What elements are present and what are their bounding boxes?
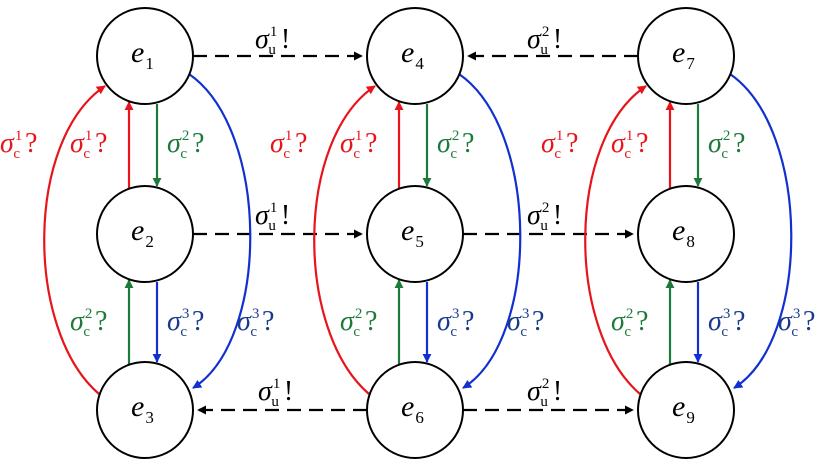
node-e8: e8 bbox=[637, 185, 735, 283]
node-e4: e4 bbox=[366, 7, 464, 105]
svg-text:σ1c?: σ1c? bbox=[340, 128, 377, 162]
svg-text:σ1u!: σ1u! bbox=[255, 24, 290, 58]
svg-text:e4: e4 bbox=[401, 36, 424, 73]
svg-text:σ3c?: σ3c? bbox=[708, 306, 745, 340]
svg-text:σ1c?: σ1c? bbox=[541, 128, 578, 162]
svg-text:σ3c?: σ3c? bbox=[778, 306, 815, 340]
node-e9: e9 bbox=[637, 361, 735, 459]
svg-text:σ1c?: σ1c? bbox=[70, 128, 107, 162]
svg-text:σ2c?: σ2c? bbox=[437, 128, 474, 162]
edge-e6-e4-red-curve bbox=[313, 85, 376, 395]
node-e7: e7 bbox=[637, 7, 735, 105]
svg-text:σ2u!: σ2u! bbox=[527, 24, 562, 58]
svg-text:e3: e3 bbox=[131, 390, 154, 427]
svg-text:σ2c?: σ2c? bbox=[611, 306, 648, 340]
svg-text:e5: e5 bbox=[401, 214, 424, 251]
svg-text:σ3c?: σ3c? bbox=[507, 306, 544, 340]
edge-e3-e1-red-curve bbox=[43, 85, 106, 395]
svg-text:σ2u!: σ2u! bbox=[527, 200, 562, 234]
edges-layer bbox=[43, 51, 793, 415]
svg-text:σ2c?: σ2c? bbox=[70, 306, 107, 340]
svg-text:σ2c?: σ2c? bbox=[167, 128, 204, 162]
svg-text:e8: e8 bbox=[672, 214, 695, 251]
node-e1: e1 bbox=[96, 7, 194, 105]
svg-text:e9: e9 bbox=[672, 390, 695, 427]
edge-e9-e7-red-curve bbox=[584, 85, 647, 395]
edge-e4-e6-blue-curve bbox=[458, 73, 522, 389]
svg-text:σ2c?: σ2c? bbox=[708, 128, 745, 162]
svg-text:e6: e6 bbox=[401, 390, 424, 427]
nodes-layer: e1 e2 e3 e4 e5 e6 e7 e8 e9 bbox=[96, 7, 735, 459]
svg-text:e1: e1 bbox=[131, 36, 154, 73]
svg-text:σ1c?: σ1c? bbox=[270, 128, 307, 162]
node-e3: e3 bbox=[96, 361, 194, 459]
svg-text:e2: e2 bbox=[131, 214, 154, 251]
svg-text:σ2c?: σ2c? bbox=[340, 306, 377, 340]
svg-text:e7: e7 bbox=[672, 36, 695, 73]
node-e2: e2 bbox=[96, 185, 194, 283]
svg-text:σ1c?: σ1c? bbox=[611, 128, 648, 162]
node-e5: e5 bbox=[366, 185, 464, 283]
svg-text:σ1u!: σ1u! bbox=[255, 200, 290, 234]
svg-text:σ3c?: σ3c? bbox=[437, 306, 474, 340]
svg-text:σ3c?: σ3c? bbox=[167, 306, 204, 340]
edge-e7-e9-blue-curve bbox=[729, 73, 793, 389]
svg-text:σ3c?: σ3c? bbox=[237, 306, 274, 340]
svg-text:σ1c?: σ1c? bbox=[0, 128, 37, 162]
svg-text:σ2u!: σ2u! bbox=[527, 376, 562, 410]
svg-text:σ1u!: σ1u! bbox=[258, 376, 293, 410]
node-e6: e6 bbox=[366, 361, 464, 459]
edge-e1-e3-blue-curve bbox=[188, 73, 252, 389]
